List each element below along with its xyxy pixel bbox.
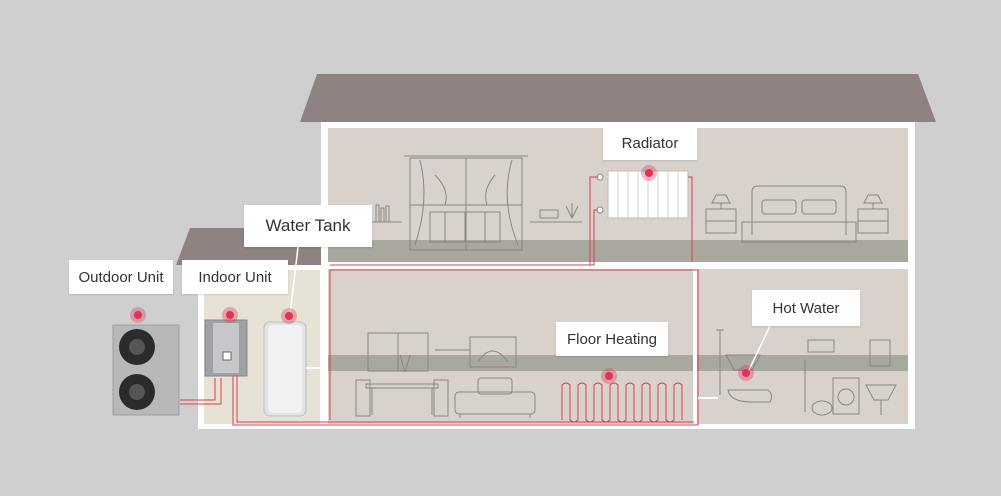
indoor-unit-label: Indoor Unit [182, 260, 288, 294]
bath-band [697, 355, 908, 371]
radiator-unit [597, 171, 688, 218]
hot-water-label: Hot Water [752, 290, 860, 326]
living-band [328, 355, 693, 371]
water-tank-device [264, 322, 306, 416]
outdoor-unit-label: Outdoor Unit [69, 260, 173, 294]
outdoor-unit-device [113, 325, 179, 415]
radiator-label: Radiator [603, 126, 697, 160]
floor-heating-label: Floor Heating [556, 322, 668, 356]
water-tank-label: Water Tank [244, 205, 372, 247]
main-roof [300, 74, 936, 122]
indoor-unit-device [205, 320, 247, 376]
upper-floor-band [328, 240, 908, 262]
